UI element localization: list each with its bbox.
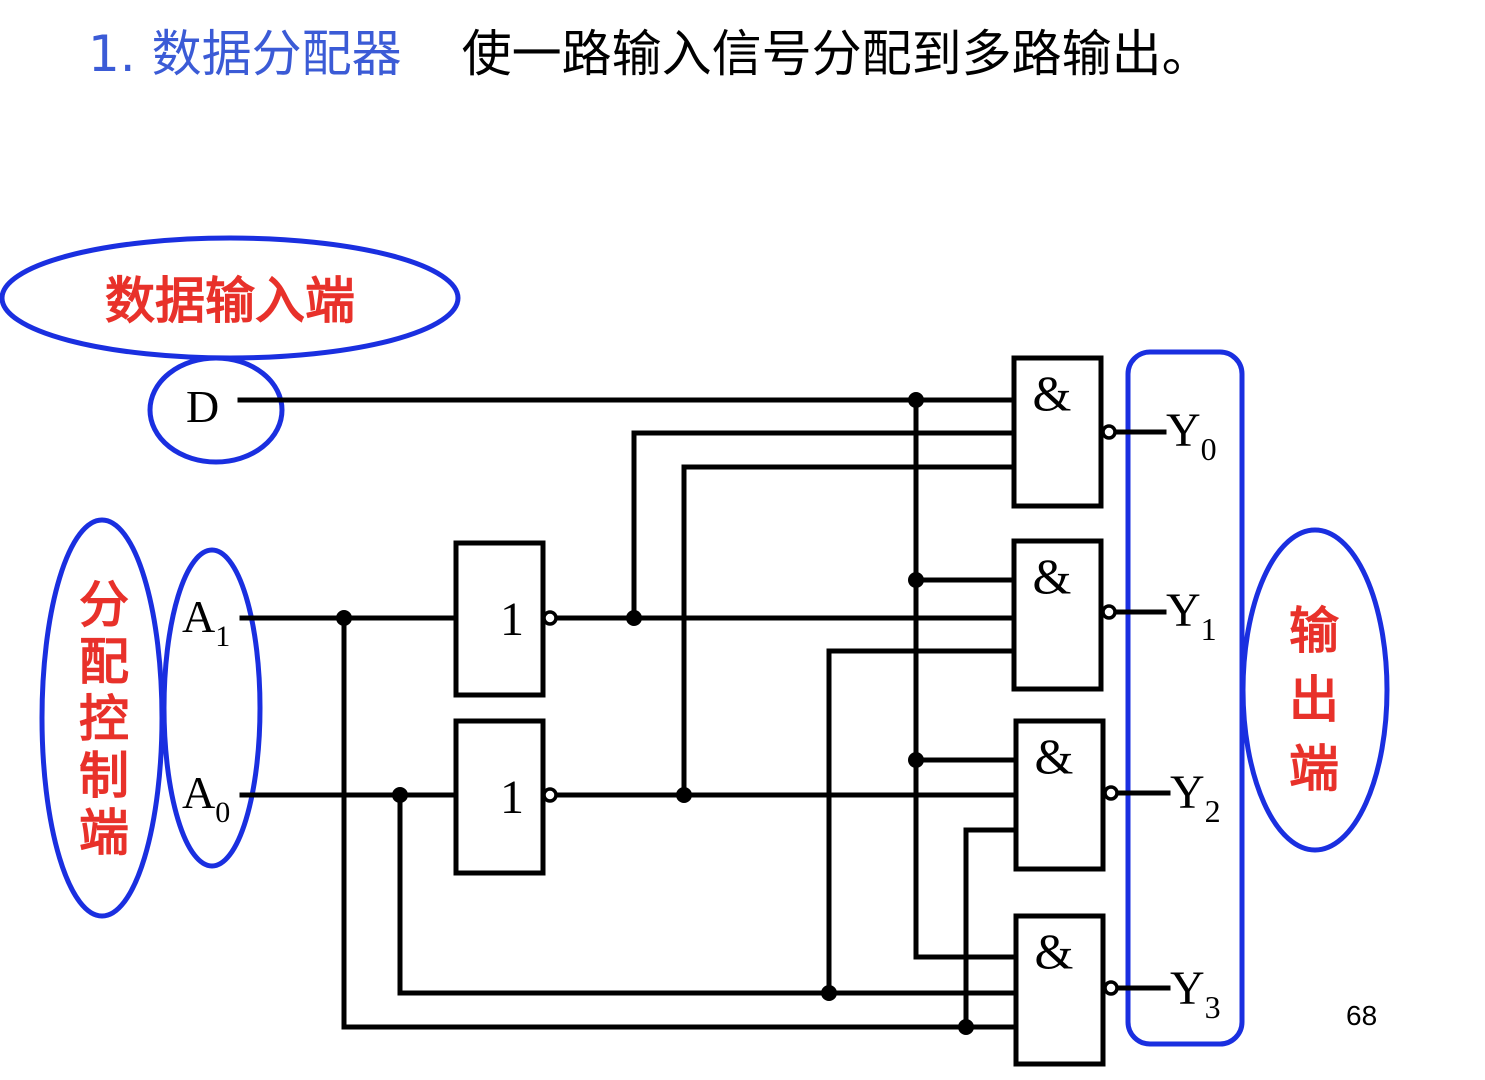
control-terminals-ellipse bbox=[161, 547, 263, 869]
nand-gate-y0: & bbox=[1011, 355, 1117, 509]
junction-dot bbox=[958, 1019, 974, 1035]
inversion-bubble bbox=[542, 787, 558, 803]
output-label-char: 端 bbox=[1289, 740, 1339, 798]
output-label-char: 出 bbox=[1289, 671, 1339, 729]
junction-dot bbox=[821, 985, 837, 1001]
wire-not-a0-up bbox=[681, 464, 1017, 798]
wire-a1-gate2 bbox=[963, 827, 1019, 1030]
inversion-bubble bbox=[1103, 980, 1119, 996]
wire-not-a1-up bbox=[631, 430, 1017, 621]
and-gate-label: & bbox=[1035, 728, 1074, 784]
not-gate-label: 1 bbox=[500, 593, 524, 646]
output-label-ellipse bbox=[1240, 527, 1390, 853]
junction-dot bbox=[908, 752, 924, 768]
a1-base: A bbox=[182, 591, 215, 642]
junction-dot bbox=[336, 610, 352, 626]
and-gate-label: & bbox=[1033, 548, 1072, 604]
inversion-bubble bbox=[1101, 424, 1117, 440]
y1-subscript: 1 bbox=[1201, 611, 1217, 647]
control-label-char: 分 bbox=[79, 576, 129, 634]
nand-gate-y3: & bbox=[1013, 913, 1119, 1067]
d-signal-label: D bbox=[186, 381, 219, 432]
y0-base: Y bbox=[1166, 404, 1201, 457]
control-label-char: 制 bbox=[79, 747, 129, 805]
nand-gate-y2: & bbox=[1013, 718, 1119, 872]
junction-dot bbox=[626, 610, 642, 626]
and-gate-label: & bbox=[1035, 923, 1074, 979]
junctions bbox=[336, 392, 974, 1035]
wire-a0-gate1 bbox=[826, 648, 1017, 996]
a0-subscript: 0 bbox=[215, 796, 230, 829]
junction-dot bbox=[676, 787, 692, 803]
control-label: 分 配 控 制 端 bbox=[79, 576, 129, 862]
page-number: 68 bbox=[1346, 1000, 1377, 1031]
a0-signal-label: A0 bbox=[182, 767, 230, 829]
y3-output-label: Y3 bbox=[1170, 962, 1221, 1025]
y2-output-label: Y2 bbox=[1170, 766, 1221, 829]
junction-dot bbox=[392, 787, 408, 803]
a1-signal-label: A1 bbox=[182, 591, 230, 653]
y2-subscript: 2 bbox=[1205, 793, 1221, 829]
y0-output-label: Y0 bbox=[1166, 404, 1217, 467]
d-terminal-ellipse bbox=[147, 355, 285, 465]
not-gate-a0: 1 bbox=[453, 718, 558, 876]
not-gate-label: 1 bbox=[500, 771, 524, 824]
y2-base: Y bbox=[1170, 766, 1205, 819]
wire-a1-bus bbox=[341, 615, 1019, 1030]
title-description: 使一路输入信号分配到多路输出。 bbox=[461, 25, 1212, 83]
nand-gate-y1: & bbox=[1011, 538, 1117, 692]
y3-base: Y bbox=[1170, 962, 1205, 1015]
wire-a0-bus bbox=[397, 792, 1019, 996]
junction-dot bbox=[908, 392, 924, 408]
data-input-label: 数据输入端 bbox=[105, 272, 355, 330]
title-heading: 1. 数据分配器 bbox=[88, 25, 402, 83]
control-label-char: 端 bbox=[79, 804, 129, 862]
y3-subscript: 3 bbox=[1205, 989, 1221, 1025]
y1-output-label: Y1 bbox=[1166, 584, 1217, 647]
page-title: 1. 数据分配器 使一路输入信号分配到多路输出。 bbox=[88, 14, 1212, 86]
junction-dot bbox=[908, 572, 924, 588]
y0-subscript: 0 bbox=[1201, 431, 1217, 467]
a1-subscript: 1 bbox=[215, 620, 230, 653]
inversion-bubble bbox=[1103, 785, 1119, 801]
y1-base: Y bbox=[1166, 584, 1201, 637]
and-gate-label: & bbox=[1033, 365, 1072, 421]
inversion-bubble bbox=[542, 610, 558, 626]
a0-base: A bbox=[182, 767, 215, 818]
wires bbox=[237, 397, 1171, 1030]
inversion-bubble bbox=[1101, 604, 1117, 620]
output-label: 输 出 端 bbox=[1289, 602, 1340, 798]
not-gate-a1: 1 bbox=[453, 540, 558, 698]
output-label-char: 输 bbox=[1289, 602, 1340, 660]
control-label-char: 控 bbox=[79, 690, 129, 748]
control-label-char: 配 bbox=[79, 633, 129, 691]
